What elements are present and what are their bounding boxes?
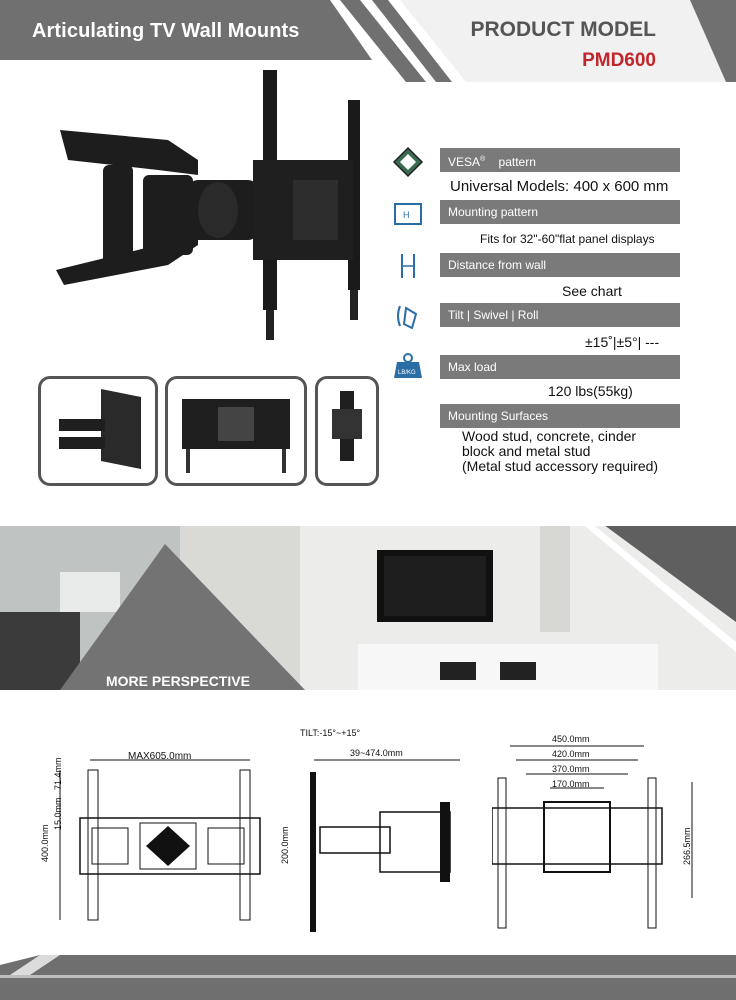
max-load-icon: LB/KG [394,353,422,378]
header-background [0,0,736,82]
page-title: Articulating TV Wall Mounts [32,20,300,42]
product-model-label: PRODUCT MODEL [470,18,657,41]
front-max-width: MAX605.0mm [128,751,192,762]
vesa-registered-mark: ® [480,156,486,163]
tilt-label: Tilt | Swivel | Roll [448,308,539,322]
back-width-450: 450.0mm [552,734,590,744]
thumbnail-angle-view[interactable] [38,376,158,486]
mounting-pattern-value: Fits for 32"-60"flat panel displays [480,232,655,246]
front-height: 400.0mm [40,824,50,862]
front-offset-b: 15.0mm [53,797,63,830]
mounting-surfaces-label: Mounting Surfaces [448,409,549,423]
vesa-suffix: pattern [498,155,536,169]
header: Articulating TV Wall Mounts PRODUCT MODE… [0,0,736,82]
tilt-value: ±15˚|±5°| --- [585,334,660,350]
product-image [56,70,360,340]
front-offset-a: 71.4mm [53,757,63,790]
thumbnail-side-view[interactable] [315,376,379,486]
tilt-icon [397,305,418,330]
back-width-420: 420.0mm [552,749,590,759]
spec-bar-distance: Distance from wall [440,253,680,277]
distance-value: See chart [562,283,622,299]
footer-band [0,955,736,1000]
back-width-170: 170.0mm [552,779,590,789]
vesa-label: VESA [448,155,481,169]
mounting-surfaces-line-2: block and metal stud [462,443,591,459]
back-width-370: 370.0mm [552,764,590,774]
mounting-pattern-label: Mounting pattern [448,205,539,219]
spec-bar-mounting-pattern: Mounting pattern [440,200,680,224]
mounting-surfaces-line-1: Wood stud, concrete, cinder [462,428,637,444]
product-model-code: PMD600 [582,50,656,71]
distance-label: Distance from wall [448,258,547,272]
spec-bar-tilt: Tilt | Swivel | Roll [440,303,680,327]
max-load-icon-text: LB/KG [398,370,416,376]
svg-text:H: H [403,210,410,220]
side-depth: 39~474.0mm [350,748,403,758]
room-caption: MORE PERSPECTIVE [106,673,250,689]
side-tilt: TILT:-15°~+15° [300,728,361,738]
back-view-drawing [492,745,693,929]
distance-icon [401,254,415,278]
room-photo [0,522,736,694]
front-view-drawing [59,759,261,921]
spec-bar-vesa: VESA® pattern [440,148,680,172]
thumbnail-front-view[interactable] [165,376,307,486]
side-height: 200.0mm [280,826,290,864]
vesa-icon [392,146,424,178]
spec-bar-mounting-surfaces: Mounting Surfaces [440,404,680,428]
max-load-value: 120 lbs(55kg) [548,383,633,399]
mounting-surfaces-line-3: (Metal stud accessory required) [462,458,659,474]
max-load-label: Max load [448,360,497,374]
spec-bar-max-load: Max load [440,355,680,379]
back-height: 266.5mm [682,827,692,865]
mounting-pattern-icon: H [394,203,422,225]
vesa-value: Universal Models: 400 x 600 mm [450,178,669,195]
side-view-drawing [310,759,460,932]
